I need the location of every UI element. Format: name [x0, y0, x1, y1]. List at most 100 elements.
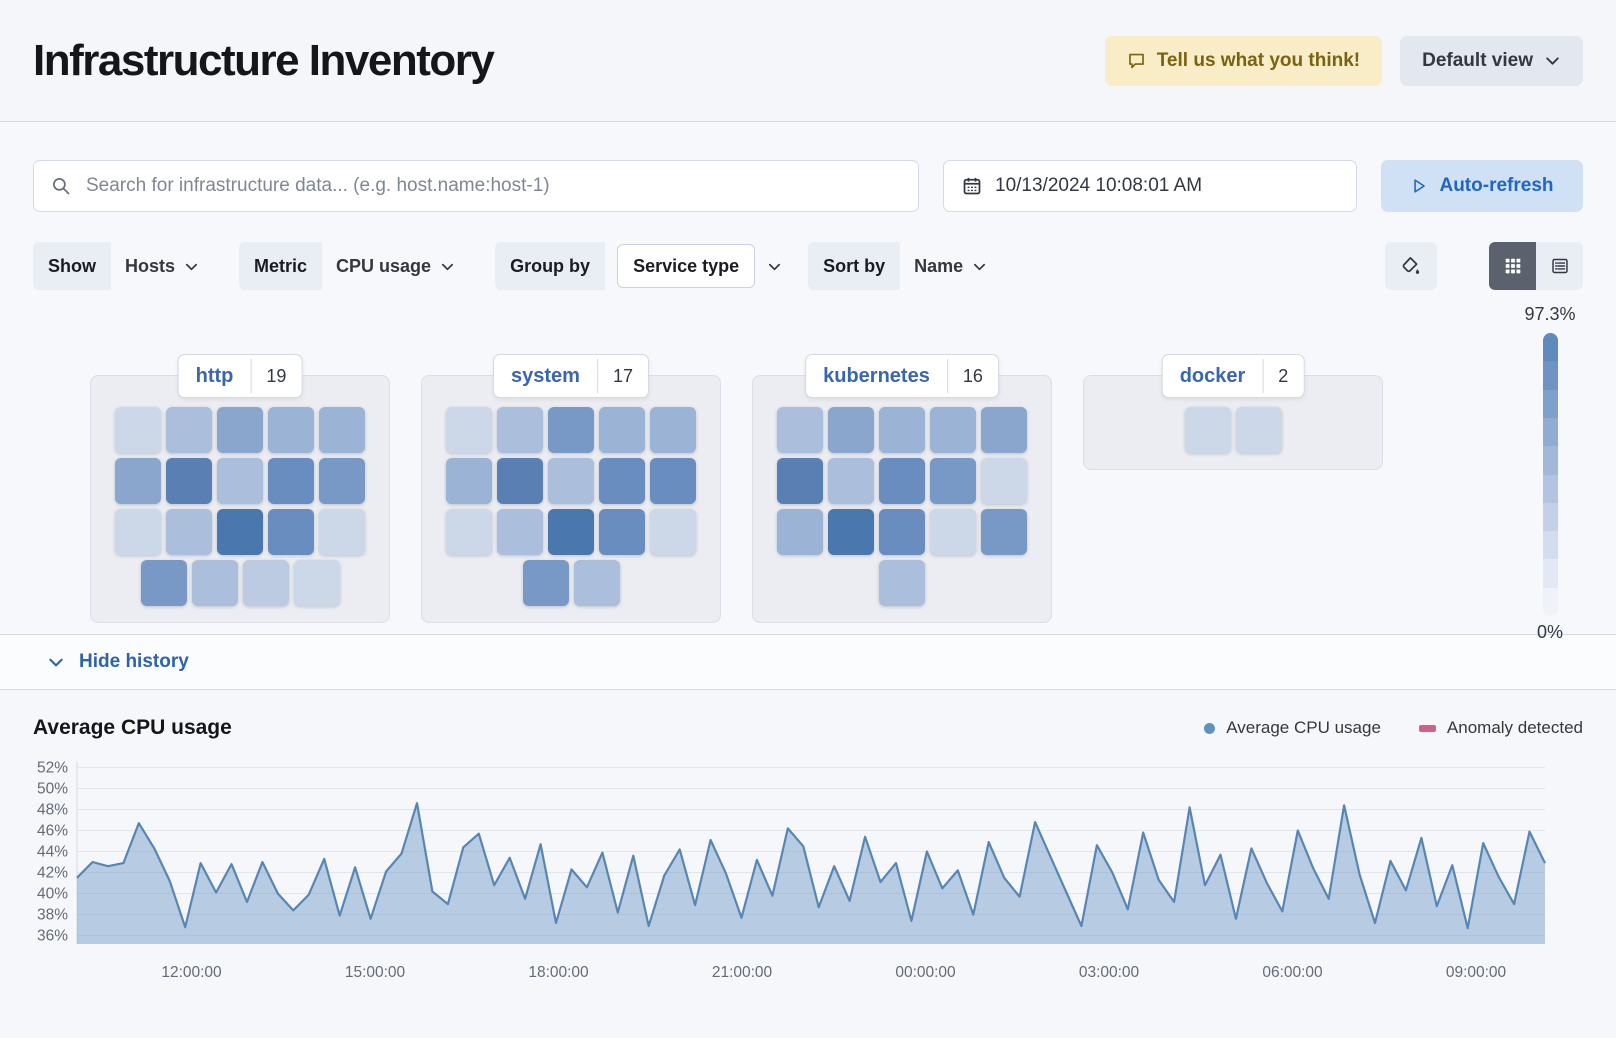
host-tile[interactable] — [497, 407, 543, 454]
host-tile[interactable] — [650, 509, 696, 556]
host-tile[interactable] — [446, 509, 492, 556]
host-tile[interactable] — [319, 509, 365, 556]
host-tile[interactable] — [497, 458, 543, 505]
host-tile[interactable] — [217, 458, 263, 505]
y-axis-tick: 42% — [37, 865, 68, 882]
host-tile[interactable] — [828, 407, 874, 454]
host-tile[interactable] — [548, 407, 594, 454]
host-tile[interactable] — [115, 407, 161, 454]
metric-filter-value[interactable]: CPU usage — [322, 242, 469, 290]
host-tile[interactable] — [828, 509, 874, 556]
host-tile[interactable] — [777, 458, 823, 505]
chart-title: Average CPU usage — [33, 716, 232, 739]
date-value: 10/13/2024 10:08:01 AM — [995, 175, 1203, 197]
host-tile[interactable] — [879, 458, 925, 505]
group-count: 16 — [962, 365, 983, 386]
host-tile[interactable] — [293, 560, 340, 607]
host-tile[interactable] — [522, 560, 569, 607]
legend-item[interactable]: Anomaly detected — [1418, 718, 1583, 738]
host-tile[interactable] — [166, 407, 212, 454]
host-tile[interactable] — [268, 509, 314, 556]
host-tile[interactable] — [191, 560, 238, 607]
host-tile[interactable] — [319, 458, 365, 505]
legend-item[interactable]: Average CPU usage — [1204, 718, 1381, 738]
search-input[interactable] — [84, 174, 901, 199]
default-view-label: Default view — [1422, 49, 1533, 71]
group-label-divider — [250, 359, 252, 394]
chevron-down-icon[interactable] — [767, 259, 782, 274]
host-tile[interactable] — [828, 458, 874, 505]
default-view-button[interactable]: Default view — [1400, 35, 1583, 86]
host-tile[interactable] — [1184, 407, 1231, 454]
host-tile[interactable] — [497, 509, 543, 556]
sortby-filter-value[interactable]: Name — [900, 242, 1001, 290]
legend-step — [1542, 502, 1558, 532]
host-tile[interactable] — [879, 509, 925, 556]
host-tile[interactable] — [930, 509, 976, 556]
host-tile[interactable] — [1235, 407, 1282, 454]
host-tile[interactable] — [879, 407, 925, 454]
feedback-button[interactable]: Tell us what you think! — [1104, 35, 1383, 86]
page-title: Infrastructure Inventory — [33, 35, 495, 85]
x-axis-tick: 03:00:00 — [1079, 964, 1140, 981]
chevron-down-icon — [1544, 52, 1561, 69]
show-filter-value[interactable]: Hosts — [111, 242, 213, 290]
host-tile[interactable] — [777, 509, 823, 556]
host-tile[interactable] — [548, 458, 594, 505]
x-axis-tick: 12:00:00 — [161, 964, 222, 981]
legend-step — [1542, 361, 1558, 390]
host-tile[interactable] — [930, 458, 976, 505]
date-picker-button[interactable]: 10/13/2024 10:08:01 AM — [943, 160, 1357, 213]
view-toggle-group — [1489, 242, 1583, 291]
host-tile[interactable] — [981, 509, 1027, 556]
tile-row — [114, 509, 366, 556]
show-filter: Show Hosts — [33, 242, 213, 291]
host-tile[interactable] — [599, 458, 645, 505]
host-tile[interactable] — [446, 407, 492, 454]
host-tile[interactable] — [446, 458, 492, 505]
host-tile[interactable] — [930, 407, 976, 454]
x-axis-tick: 18:00:00 — [528, 964, 589, 981]
groupby-filter-value[interactable]: Service type — [617, 244, 756, 289]
host-tile[interactable] — [777, 407, 823, 454]
feedback-label: Tell us what you think! — [1156, 49, 1361, 71]
table-view-toggle[interactable] — [1536, 242, 1583, 291]
host-tile[interactable] — [268, 407, 314, 454]
host-tile[interactable] — [548, 509, 594, 556]
host-tile[interactable] — [599, 509, 645, 556]
x-axis-tick: 21:00:00 — [712, 964, 773, 981]
y-axis-tick: 48% — [37, 801, 68, 818]
host-tile[interactable] — [981, 458, 1027, 505]
host-tile[interactable] — [242, 560, 289, 607]
color-palette-button[interactable] — [1385, 242, 1437, 291]
host-tile[interactable] — [268, 458, 314, 505]
legend-max-label: 97.3% — [1524, 304, 1576, 325]
page-header: Infrastructure Inventory Tell us what yo… — [0, 0, 1616, 123]
grid-view-toggle[interactable] — [1489, 242, 1536, 291]
host-tile[interactable] — [319, 407, 365, 454]
host-tile[interactable] — [217, 407, 263, 454]
tile-row — [114, 560, 366, 607]
host-tile[interactable] — [115, 458, 161, 505]
auto-refresh-button[interactable]: Auto-refresh — [1381, 160, 1583, 213]
host-tile[interactable] — [166, 509, 212, 556]
host-tile[interactable] — [650, 458, 696, 505]
host-tile[interactable] — [650, 407, 696, 454]
hide-history-toggle[interactable]: Hide history — [0, 634, 1616, 690]
host-tile[interactable] — [981, 407, 1027, 454]
y-axis-tick: 38% — [37, 907, 68, 924]
group-label-divider — [596, 359, 598, 394]
host-tile[interactable] — [140, 560, 187, 607]
host-tile[interactable] — [573, 560, 620, 607]
host-tile[interactable] — [879, 560, 925, 607]
host-tile[interactable] — [217, 509, 263, 556]
legend-min-label: 0% — [1536, 622, 1563, 643]
host-tile[interactable] — [599, 407, 645, 454]
host-tile[interactable] — [115, 509, 161, 556]
groupby-filter-label: Group by — [495, 242, 606, 291]
host-tile[interactable] — [166, 458, 212, 505]
